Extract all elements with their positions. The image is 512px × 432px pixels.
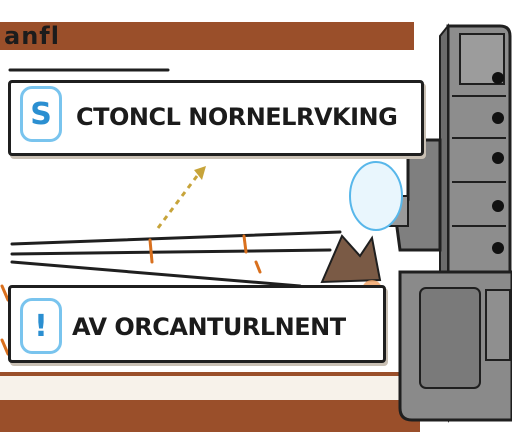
connector-line-lower [10, 260, 302, 288]
server-tower-icon [383, 23, 512, 423]
banner-title: anfl [4, 22, 60, 50]
indicator-lights [492, 72, 504, 254]
top-banner [0, 22, 414, 50]
dashed-arrow-icon [156, 166, 206, 229]
connector-lines [8, 68, 342, 288]
alert-card[interactable] [8, 285, 386, 363]
s-badge-icon: S [20, 86, 62, 142]
info-card[interactable] [8, 80, 424, 156]
card-label: CTONCL NORNELRVKING [76, 103, 398, 131]
bottom-panel [0, 376, 420, 400]
exclamation-badge-icon: ! [20, 298, 62, 354]
accent-ticks [0, 234, 262, 356]
connector-line-upper [10, 230, 342, 246]
card-label: AV ORCANTURLNENT [72, 313, 346, 341]
connector-line-middle [10, 248, 332, 256]
